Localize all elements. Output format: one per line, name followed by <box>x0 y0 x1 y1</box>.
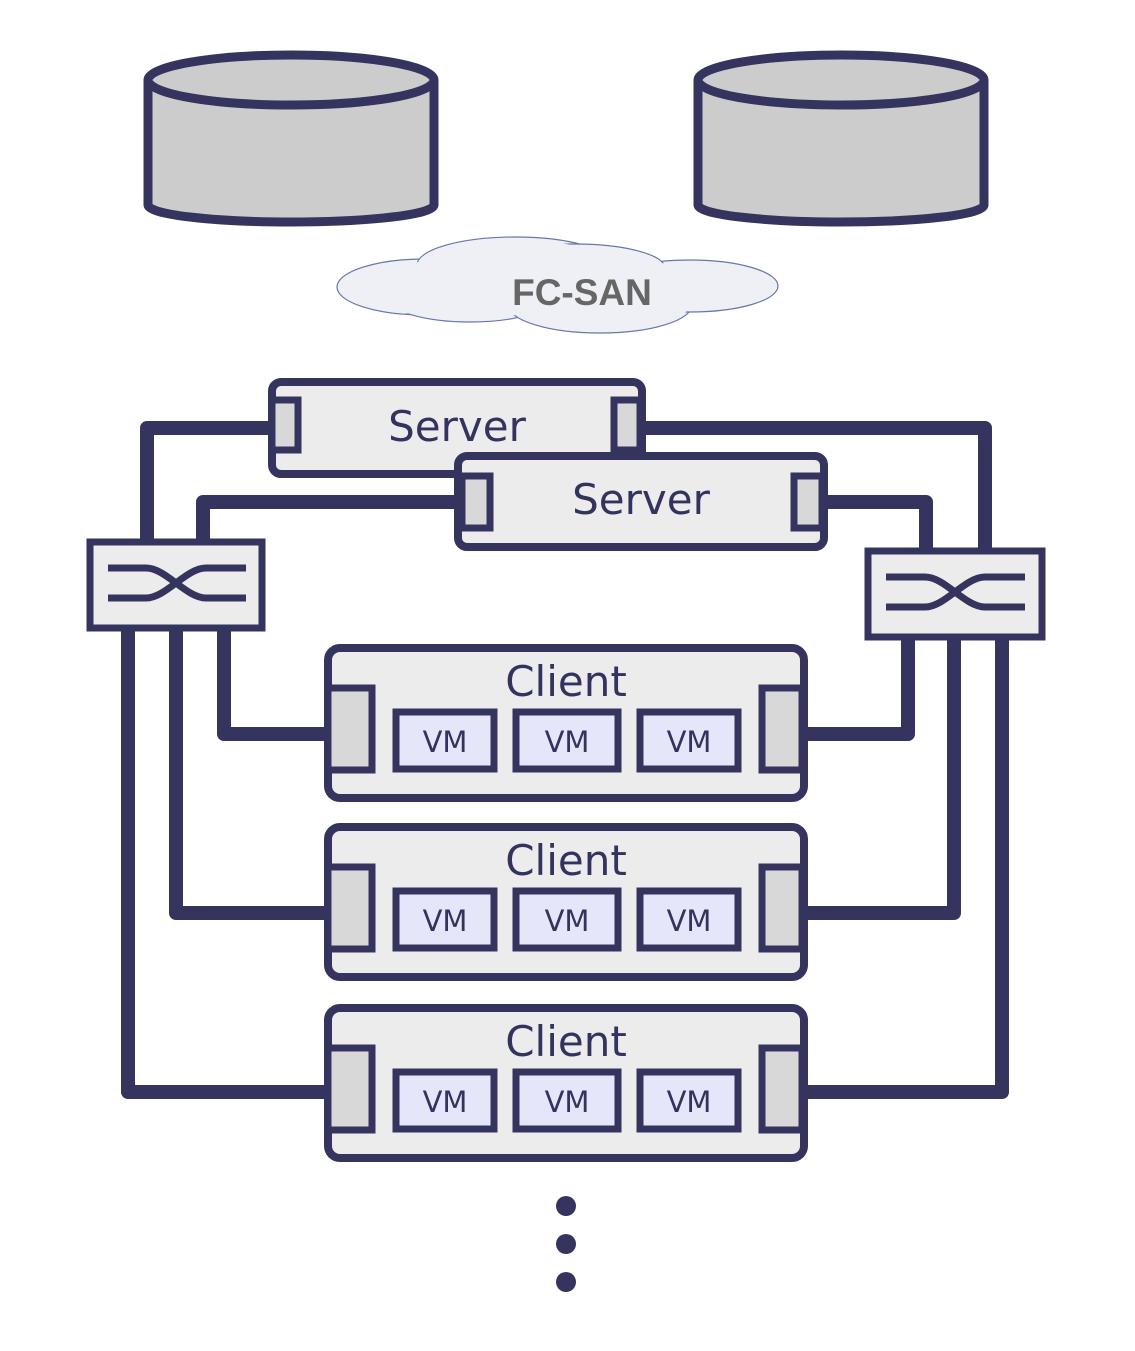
server-2-label: Server <box>572 475 710 524</box>
client-1-port-right <box>758 684 806 774</box>
server-1-label: Server <box>388 402 526 451</box>
link-switch-left-client1 <box>217 628 330 741</box>
server-2: Server <box>454 452 828 551</box>
client-1-vm-3-label: VM <box>667 725 712 759</box>
link-server2-switch-right <box>822 495 933 550</box>
link-server1-switch-right <box>640 421 992 550</box>
client-2-vm-3-label: VM <box>667 904 712 938</box>
link-switch-left-client3 <box>121 628 330 1099</box>
client-2-port-left <box>324 863 376 953</box>
link-switch-right-client1 <box>802 637 915 741</box>
link-switch-left-client2 <box>169 628 330 920</box>
server-1-port-left <box>268 396 302 454</box>
client-2: Client VM VM VM <box>324 823 808 981</box>
server-2-port-right <box>790 472 826 532</box>
client-1-port-left <box>324 684 376 774</box>
vertical-ellipsis-icon <box>556 1196 576 1292</box>
client-3-vm-1-label: VM <box>423 1085 468 1119</box>
client-2-vm-3 <box>636 887 742 952</box>
client-3: Client VM VM VM <box>324 1004 808 1162</box>
client-1-vm-1-label: VM <box>423 725 468 759</box>
switch-right <box>864 547 1046 641</box>
server-1-port-right <box>610 396 644 454</box>
link-switch-right-client2 <box>802 637 961 920</box>
client-1-vm-2-label: VM <box>545 725 590 759</box>
fc-san-label: FC-SAN <box>512 272 652 313</box>
fc-switch-icon <box>108 564 246 602</box>
client-1-vm-2 <box>512 708 622 773</box>
server-2-port-left <box>458 472 494 532</box>
client-2-vm-1-label: VM <box>423 904 468 938</box>
client-2-vm-2 <box>512 887 622 952</box>
client-3-vm-3-label: VM <box>667 1085 712 1119</box>
switch-left <box>86 538 266 632</box>
client-2-vm-2-label: VM <box>545 904 590 938</box>
client-1-label: Client <box>505 657 627 706</box>
server-1: Server <box>268 378 646 478</box>
client-3-label: Client <box>505 1017 627 1066</box>
fc-switch-icon <box>886 573 1025 611</box>
client-3-vm-2-label: VM <box>545 1085 590 1119</box>
fc-san-cloud: FC-SAN <box>336 236 779 334</box>
client-2-vm-1 <box>392 887 498 952</box>
client-3-port-left <box>324 1044 376 1134</box>
link-server1-switch-left <box>140 421 272 540</box>
client-3-port-right <box>758 1044 806 1134</box>
client-2-label: Client <box>505 836 627 885</box>
client-1: Client VM VM VM <box>324 644 808 802</box>
link-switch-right-client3 <box>802 637 1009 1099</box>
client-1-vm-3 <box>636 708 742 773</box>
client-1-vm-1 <box>392 708 498 773</box>
client-3-vm-2 <box>512 1068 622 1133</box>
connection-lines <box>121 421 1009 1099</box>
storage-disk-right <box>693 50 989 227</box>
link-server2-switch-left <box>196 495 460 540</box>
storage-disk-left <box>143 50 439 227</box>
client-3-vm-3 <box>636 1068 742 1133</box>
client-2-port-right <box>758 863 806 953</box>
client-3-vm-1 <box>392 1068 498 1133</box>
